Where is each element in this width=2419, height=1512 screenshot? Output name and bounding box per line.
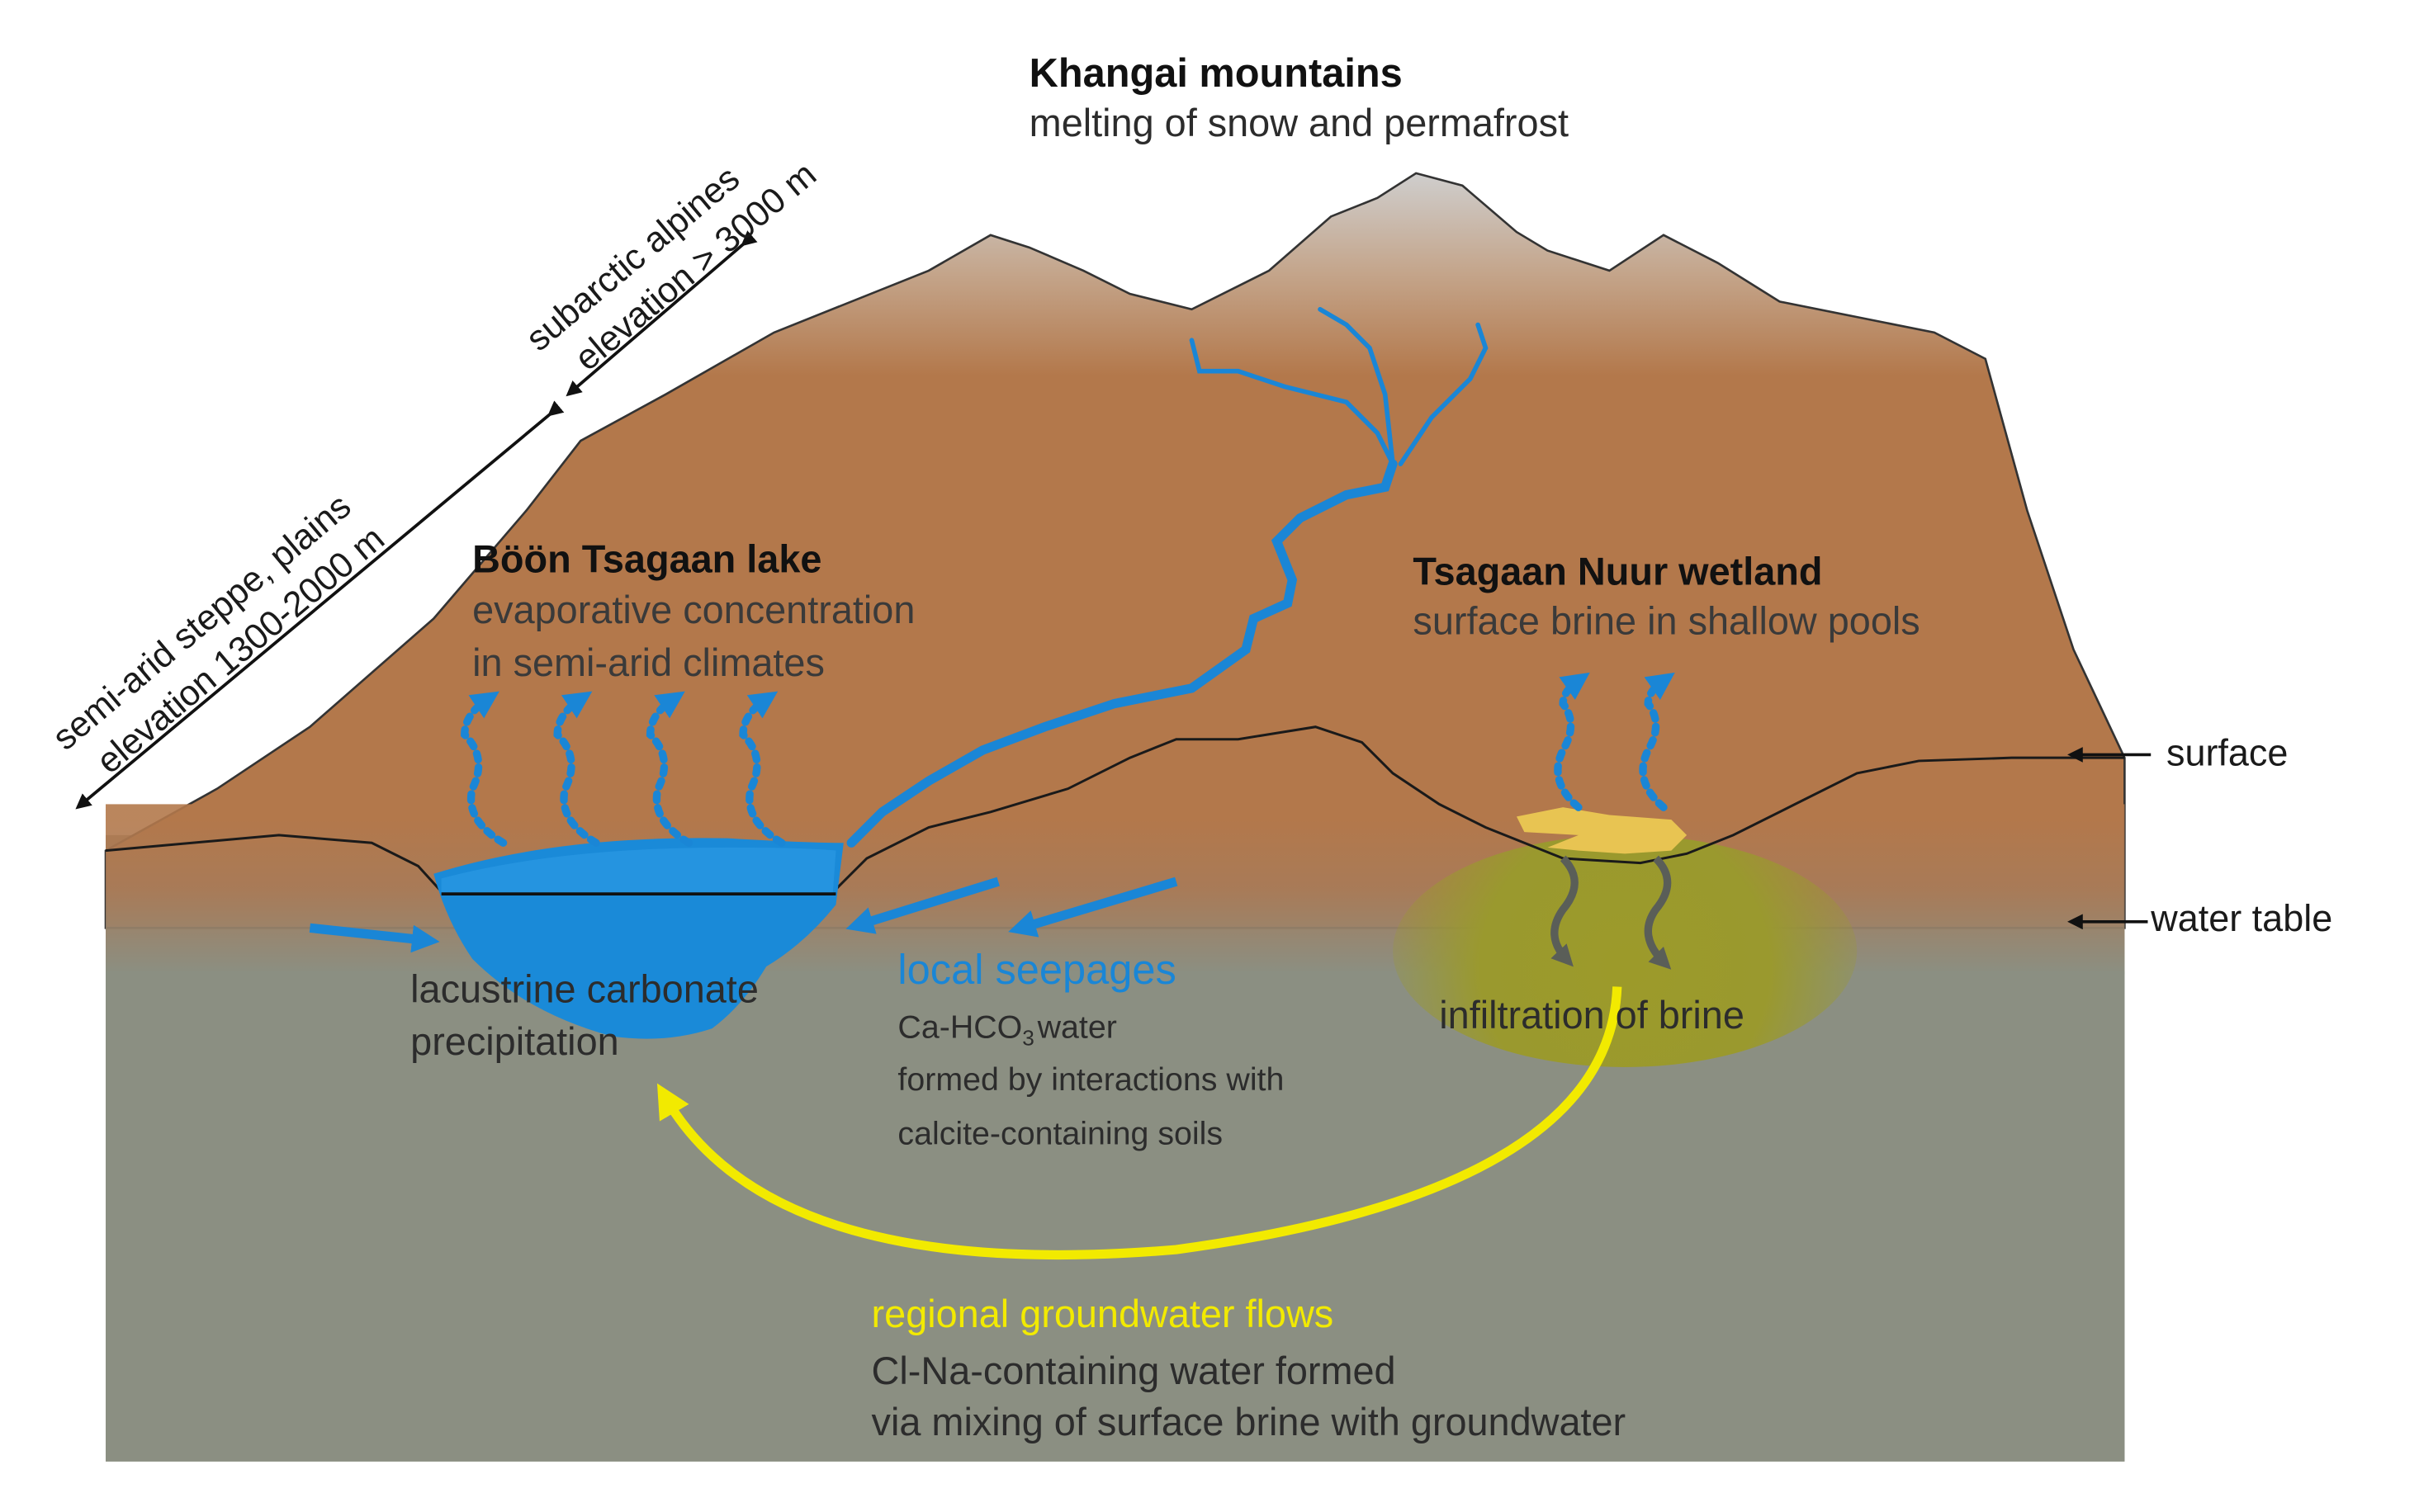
water-table-label: water table — [2150, 897, 2332, 939]
groundwater-lower — [106, 971, 2125, 1462]
lake-upper-highlight — [441, 847, 836, 895]
carbonate-line2: precipitation — [410, 1020, 619, 1063]
seepages-line3: calcite-containing soils — [897, 1116, 1223, 1152]
alpine-elevation-arrow — [566, 230, 758, 397]
brine-infiltration-zone — [1393, 834, 1858, 1067]
seepages-line2: formed by interactions with — [897, 1061, 1284, 1098]
steppe-elevation-arrow — [75, 400, 565, 810]
seepage-arrows — [309, 876, 1178, 953]
wetland-subtitle: surface brine in shallow pools — [1413, 599, 1920, 642]
regional-line2: via mixing of surface brine with groundw… — [872, 1401, 1626, 1443]
seep-ca: Ca-HCO — [897, 1009, 1022, 1045]
river-network — [846, 306, 1489, 848]
brine-label: infiltration of brine — [1439, 994, 1744, 1037]
regional-title: regional groundwater flows — [872, 1292, 1334, 1335]
seep-water: water — [1037, 1009, 1117, 1045]
wetland-evaporation-arrows — [1554, 672, 1675, 811]
steppe-line1: semi-arid steppe, plains — [45, 486, 358, 758]
khangai-title: Khangai mountains — [1030, 51, 1403, 96]
lake-sub-line1: evaporative concentration — [472, 588, 915, 631]
wetland-title: Tsagaan Nuur wetland — [1413, 550, 1822, 593]
lake-title: Böön Tsagaan lake — [472, 537, 821, 580]
regional-line1: Cl-Na-containing water formed — [872, 1349, 1396, 1392]
seepages-title: local seepages — [897, 946, 1176, 993]
khangai-subtitle: melting of snow and permafrost — [1030, 102, 1569, 144]
carbonate-line1: lacustrine carbonate — [410, 967, 759, 1010]
lake-sub-line2: in semi-arid climates — [472, 641, 825, 684]
mountain-body — [104, 172, 2126, 929]
surface-label: surface — [2166, 732, 2288, 774]
seep-subscript: 3 — [1022, 1026, 1034, 1051]
surface-line — [105, 725, 2125, 901]
brine-pool — [1516, 807, 1688, 854]
brine-infiltration-arrows — [1550, 855, 1672, 970]
regional-flow-arrow — [656, 986, 1622, 1260]
